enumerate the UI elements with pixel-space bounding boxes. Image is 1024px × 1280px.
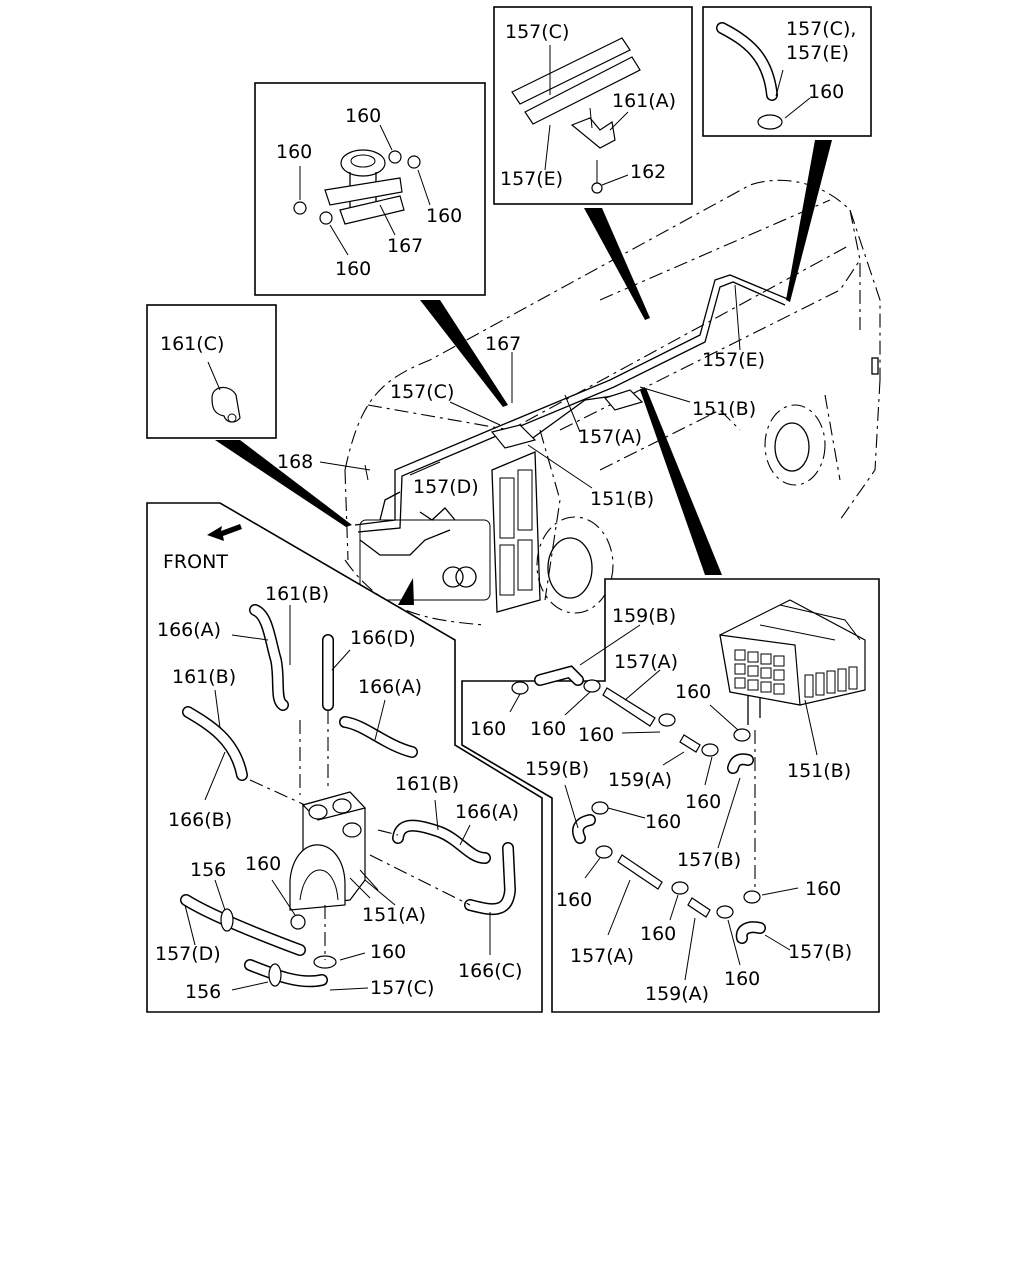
label-161b: 161(B) [172,666,236,688]
label-160: 160 [685,791,721,813]
label-161a: 161(A) [612,90,676,112]
label-157d: 157(D) [155,943,221,965]
label-161c: 161(C) [160,333,224,355]
label-160: 160 [675,681,711,703]
label-160: 160 [724,968,760,990]
label-160: 160 [556,889,592,911]
detail-box-161c: 161(C) [146,304,277,439]
label-157e: 157(E) [500,168,563,190]
label-166a: 166(A) [358,676,422,698]
label-160: 160 [245,853,281,875]
label-167: 167 [387,235,423,257]
detail-box-top-right: 157(C), 157(E) 160 [702,6,872,137]
label-151b: 151(B) [787,760,851,782]
label-160: 160 [276,141,312,163]
label-159b: 159(B) [525,758,589,780]
label-159b: 159(B) [612,605,676,627]
label-159a: 159(A) [645,983,709,1005]
label-157e: 157(E) [702,349,765,371]
label-151a: 151(A) [362,904,426,926]
label-160: 160 [335,258,371,280]
label-157a: 157(A) [578,426,642,448]
label-160: 160 [370,941,406,963]
label-166d: 166(D) [350,627,416,649]
label-157c: 157(C) [505,21,569,43]
label-168: 168 [277,451,313,473]
label-160: 160 [808,81,844,103]
label-157b: 157(B) [677,849,741,871]
label-157b: 157(B) [788,941,852,963]
label-157c: 157(C) [390,381,454,403]
label-156: 156 [190,859,226,881]
label-166a: 166(A) [157,619,221,641]
label-160: 160 [426,205,462,227]
hose-clamps [511,679,761,919]
leader-wedges [215,140,832,605]
label-162: 162 [630,161,666,183]
label-157a: 157(A) [614,651,678,673]
front-label: FRONT [163,551,228,573]
label-160: 160 [578,724,614,746]
label-166c: 166(C) [458,960,522,982]
label-160: 160 [530,718,566,740]
hose-routing [354,274,791,556]
label-161b: 161(B) [265,583,329,605]
label-156: 156 [185,981,221,1003]
label-160: 160 [645,811,681,833]
label-167: 167 [485,333,521,355]
detail-box-167: 160 160 160 167 160 [254,82,486,296]
detail-front-heater: FRONT [146,502,543,1013]
label-160: 160 [640,923,676,945]
label-166b: 166(B) [168,809,232,831]
label-161b: 161(B) [395,773,459,795]
detail-box-157c-157e: 157(C) 161(A) 157(E) 162 [493,6,693,205]
label-160: 160 [805,878,841,900]
label-157e-top: 157(E) [786,42,849,64]
label-166a: 166(A) [455,801,519,823]
label-151b: 151(B) [692,398,756,420]
label-151b: 151(B) [590,488,654,510]
label-157c-top: 157(C), [786,18,856,40]
label-157d: 157(D) [413,476,479,498]
label-159a: 159(A) [608,769,672,791]
label-160: 160 [345,105,381,127]
van-body [344,179,881,626]
van-labels: 167 157(C) 157(A) 151(B) 157(E) 168 157(… [277,284,765,510]
detail-rear-heater: 159(B) 157(A) 160 160 160 160 151(B) 159… [461,578,880,1013]
label-160: 160 [470,718,506,740]
label-157a: 157(A) [570,945,634,967]
label-157c: 157(C) [370,977,434,999]
